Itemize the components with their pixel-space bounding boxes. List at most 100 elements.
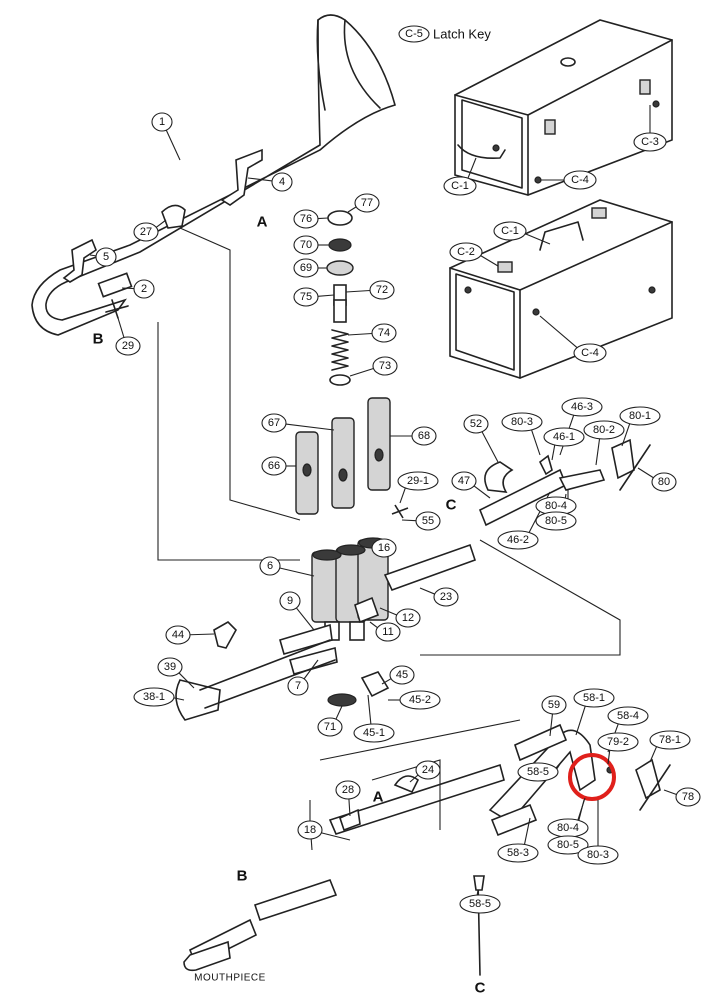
valve-pistons xyxy=(295,397,391,515)
callout-number: C-1 xyxy=(501,225,519,237)
callout-leader-c9 xyxy=(295,607,315,631)
callout-leader-c80 xyxy=(637,467,654,479)
callout-number: 72 xyxy=(376,284,388,296)
callout-cC1b: C-1 xyxy=(493,221,527,241)
callout-number: 6 xyxy=(267,560,273,572)
callout-c802: 80-2 xyxy=(583,420,625,440)
callout-leader-c581 xyxy=(575,705,586,736)
callout-leader-c803a xyxy=(531,429,541,456)
callout-number: 2 xyxy=(141,283,147,295)
callout-ellipse xyxy=(541,695,567,715)
callout-c77: 77 xyxy=(354,193,380,213)
callout-leader-c47 xyxy=(473,485,491,499)
callout-leader-cC4b xyxy=(539,315,578,349)
callout-ellipse xyxy=(165,625,191,645)
callout-ellipse xyxy=(353,723,395,743)
callout-leader-c11 xyxy=(369,621,378,629)
flow-letter-b-bottom: B xyxy=(237,868,248,885)
callout-number: 7 xyxy=(295,680,301,692)
callout-cC2: C-2 xyxy=(449,242,483,262)
callout-number: 12 xyxy=(402,612,414,624)
callout-number: C-2 xyxy=(457,246,475,258)
callout-number: 70 xyxy=(300,239,312,251)
callout-c24: 24 xyxy=(415,760,441,780)
callout-leader-c76 xyxy=(317,217,329,220)
flow-letter-a-top: A xyxy=(257,214,268,231)
callout-leader-c39 xyxy=(178,672,195,689)
callout-c70: 70 xyxy=(293,235,319,255)
flow-letter-c-bottom: C xyxy=(475,980,486,997)
callout-c52: 52 xyxy=(463,414,489,434)
tuning-slide xyxy=(478,438,651,527)
callout-number: 78 xyxy=(682,791,694,803)
callout-number: C-3 xyxy=(641,136,659,148)
callout-number: 29-1 xyxy=(407,475,429,487)
callout-leader-c585b xyxy=(476,889,479,896)
callout-ellipse xyxy=(459,894,501,914)
callout-ellipse xyxy=(563,170,597,190)
callout-cC4a: C-4 xyxy=(563,170,597,190)
callout-number: 29 xyxy=(122,340,134,352)
callout-number: 23 xyxy=(440,591,452,603)
callout-c78: 78 xyxy=(675,787,701,807)
callout-ellipse xyxy=(497,843,539,863)
callout-ellipse xyxy=(463,414,489,434)
callout-ellipse xyxy=(271,172,293,192)
callout-leader-c583 xyxy=(523,817,531,845)
brace-4 xyxy=(220,148,263,206)
callout-c6: 6 xyxy=(259,556,281,576)
callout-c18: 18 xyxy=(297,820,323,840)
highlight-circle xyxy=(568,753,616,801)
callout-c80: 80 xyxy=(651,472,677,492)
callout-c805b: 80-5 xyxy=(547,835,589,855)
callout-ellipse xyxy=(497,530,539,550)
callout-leader-c59 xyxy=(549,713,554,737)
callout-number: 58-4 xyxy=(617,710,639,722)
callout-cC1a: C-1 xyxy=(443,176,477,196)
callout-c804b: 80-4 xyxy=(547,818,589,838)
mouthpiece xyxy=(183,940,231,972)
legend-code: C-5 xyxy=(405,28,423,40)
callout-number: 80-2 xyxy=(593,424,615,436)
callout-ellipse xyxy=(375,622,401,642)
callout-c28: 28 xyxy=(335,780,361,800)
callout-number: 68 xyxy=(418,430,430,442)
callout-leader-c29 xyxy=(117,317,125,338)
callout-number: 18 xyxy=(304,824,316,836)
callout-ellipse xyxy=(597,732,639,752)
callout-c7: 7 xyxy=(287,676,309,696)
callout-c581: 58-1 xyxy=(573,688,615,708)
callout-ellipse xyxy=(279,591,301,611)
bumper-27 xyxy=(161,204,186,229)
callout-c9: 9 xyxy=(279,591,301,611)
case-lower xyxy=(449,199,673,379)
callout-number: 45-2 xyxy=(409,694,431,706)
callout-c803a: 80-3 xyxy=(501,412,543,432)
callout-number: 69 xyxy=(300,262,312,274)
legend: C-5 Latch Key xyxy=(398,25,491,43)
callout-ellipse xyxy=(369,280,395,300)
callout-number: 27 xyxy=(140,226,152,238)
callout-ellipse xyxy=(259,556,281,576)
callout-number: 55 xyxy=(422,515,434,527)
callout-number: 74 xyxy=(378,327,390,339)
callout-c39: 39 xyxy=(157,657,183,677)
callout-ellipse xyxy=(675,787,701,807)
callout-ellipse xyxy=(411,426,437,446)
callout-leader-c585a xyxy=(556,763,561,770)
callout-c583: 58-3 xyxy=(497,843,539,863)
callout-c5: 5 xyxy=(95,247,117,267)
callout-leader-c71 xyxy=(335,705,343,720)
callout-number: 67 xyxy=(268,417,280,429)
callout-ellipse xyxy=(573,343,607,363)
callout-cC4b: C-4 xyxy=(573,343,607,363)
callout-c585a: 58-5 xyxy=(517,762,559,782)
callout-ellipse xyxy=(619,406,661,426)
callout-number: 80-3 xyxy=(511,416,533,428)
legend-text: Latch Key xyxy=(433,27,491,42)
brace-5 xyxy=(62,238,97,283)
callout-number: 78-1 xyxy=(659,734,681,746)
callout-leader-c7 xyxy=(303,659,319,680)
callout-leader-c28 xyxy=(348,798,351,817)
callout-number: 76 xyxy=(300,213,312,225)
